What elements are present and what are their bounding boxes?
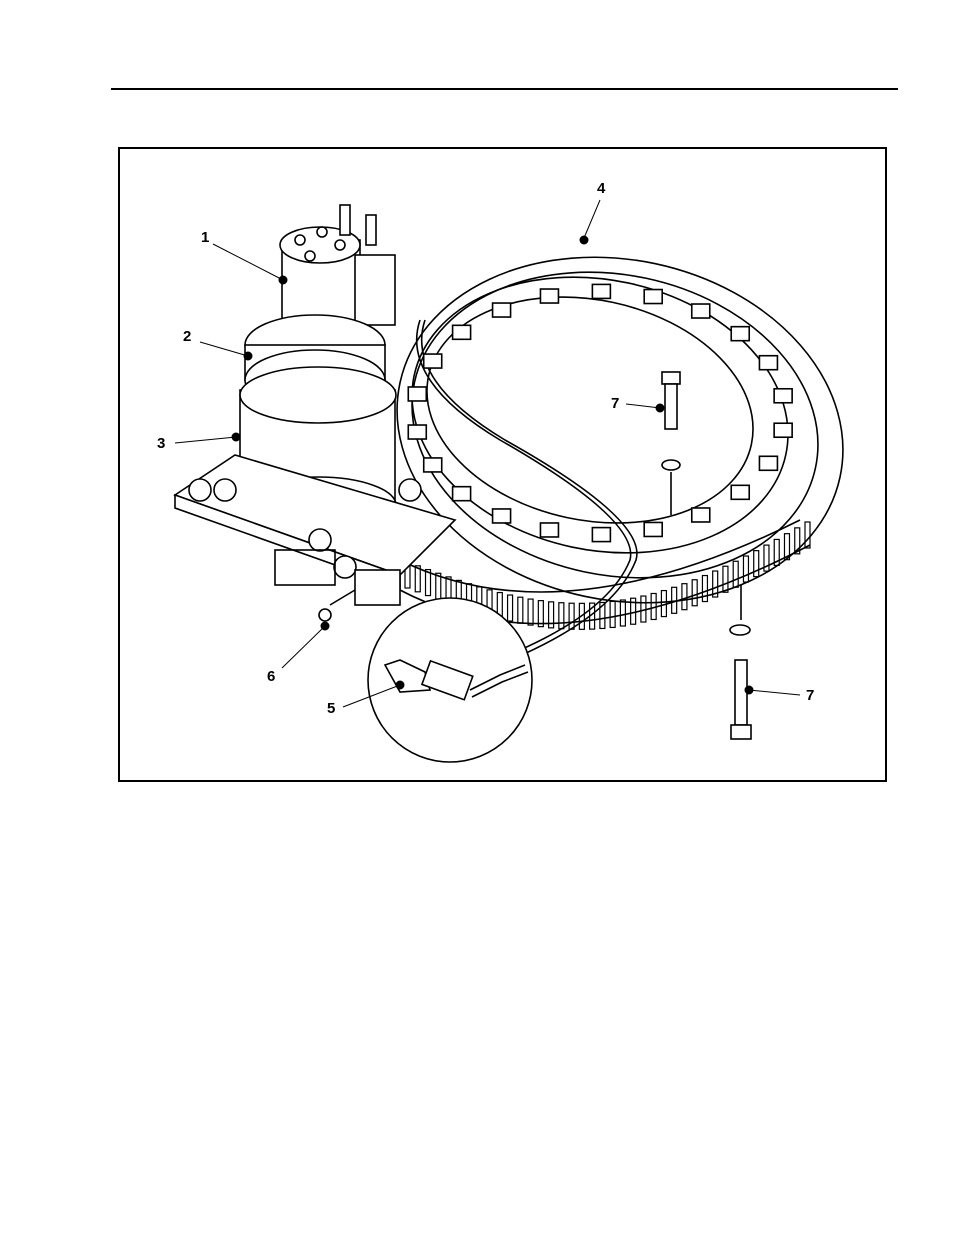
gear-tooth [805,522,810,548]
bolt-head [408,387,426,401]
bolt-head [731,327,749,341]
bolt-head [759,456,777,470]
bolt-head [408,425,426,439]
bolt-upper [662,372,680,515]
bolt-head [759,356,777,370]
gear-tooth [733,561,738,587]
bolt-head [453,487,471,501]
gear-tooth [518,597,523,623]
gear-tooth [569,603,574,629]
gear-tooth [641,596,646,622]
callout-2: 2 [183,328,191,345]
gear-tooth [754,551,759,577]
callout-1: 1 [201,229,209,246]
gear-tooth [702,576,707,602]
bolt-lower [730,585,751,739]
gear-tooth [692,580,697,606]
gear-tooth [682,584,687,610]
gear-tooth [743,556,748,582]
callout-5: 5 [327,700,335,717]
gear-tooth [610,601,615,627]
bolt-head [592,528,610,542]
bolt-head [424,458,442,472]
callout-7-upper: 7 [611,395,619,412]
bolt-head [644,522,662,536]
bolt-head [453,325,471,339]
gear-tooth [538,601,543,627]
bolt-head [774,389,792,403]
gear-tooth [508,595,513,621]
bolt-head [424,354,442,368]
callout-6: 6 [267,668,275,685]
bolt-head [493,303,511,317]
detail-view-circle [368,598,532,762]
gear-tooth [620,600,625,626]
bolt-head [731,485,749,499]
bolt-head [692,508,710,522]
gear-tooth [528,599,533,625]
gear-tooth [723,566,728,592]
callout-3: 3 [157,435,165,452]
bolt-head [592,284,610,298]
gear-tooth [559,603,564,629]
bolt-head [692,304,710,318]
callout-4: 4 [597,180,605,197]
bolt-head [774,423,792,437]
bolt-head [540,289,558,303]
bolt-head [540,523,558,537]
bolt-head [493,509,511,523]
bolt-head [644,290,662,304]
callout-7-lower: 7 [806,687,814,704]
